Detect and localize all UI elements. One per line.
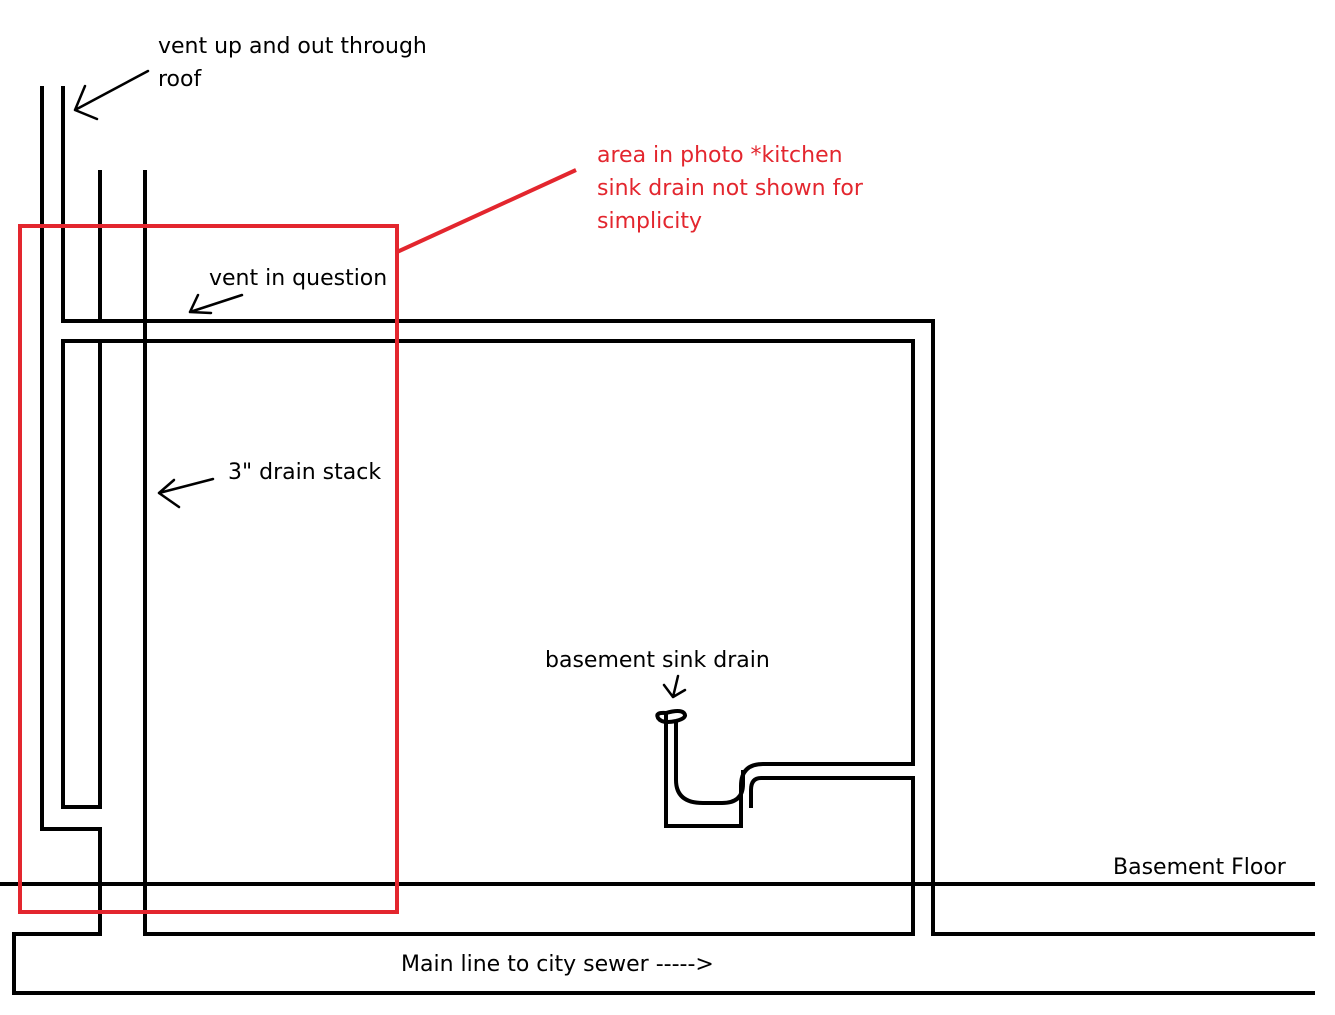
vent-roof-label: vent up and out through roof <box>158 30 427 96</box>
arrow-drain-stack <box>157 477 215 509</box>
basement-sink-tailpiece <box>655 709 687 724</box>
drain-stack-right-wall <box>143 170 915 936</box>
arrow-vent-roof <box>73 69 150 121</box>
photo-area-note: area in photo *kitchen sink drain not sh… <box>597 139 863 238</box>
photo-area-note-line-2: sink drain not shown for <box>597 176 863 201</box>
vent-in-question-label: vent in question <box>209 266 388 291</box>
basement-sink-trap <box>674 720 745 805</box>
drain-stack-label: 3" drain stack <box>228 460 382 485</box>
basement-sink-label: basement sink drain <box>545 648 770 673</box>
vent-pipe-outer-wall <box>12 86 1315 995</box>
basement-floor-label: Basement Floor <box>1113 855 1286 880</box>
drain-stack-left-wall-lower <box>61 339 915 828</box>
arrow-basement-sink <box>662 674 687 699</box>
arrow-vent-question <box>188 293 244 315</box>
vent-roof-label-line-2: roof <box>158 67 202 92</box>
vent-roof-label-line-1: vent up and out through <box>158 34 427 59</box>
main-line-label: Main line to city sewer -----> <box>401 952 714 977</box>
photo-area-note-line-1: area in photo *kitchen <box>597 143 843 168</box>
vent-pipe-inner-wall <box>61 86 1315 936</box>
photo-area-leader-line <box>396 168 577 254</box>
photo-area-box <box>18 224 399 914</box>
photo-area-note-line-3: simplicity <box>597 209 703 234</box>
